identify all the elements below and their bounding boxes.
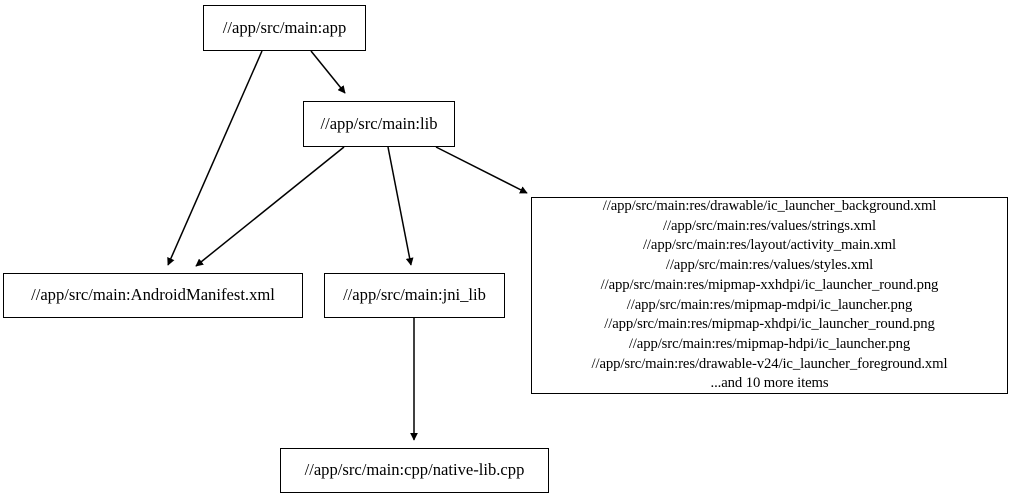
node-lib-label: //app/src/main:lib	[320, 113, 438, 133]
edge-lib-to-res	[435, 146, 528, 194]
edge-app-to-lib	[310, 50, 346, 94]
node-res-group-label: //app/src/main:res/drawable/ic_launcher_…	[591, 198, 948, 392]
node-res-group[interactable]: //app/src/main:res/drawable/ic_launcher_…	[531, 197, 1008, 394]
node-app-label: //app/src/main:app	[222, 17, 347, 37]
node-jni-lib-label: //app/src/main:jni_lib	[343, 285, 486, 305]
node-lib[interactable]: //app/src/main:lib	[303, 101, 455, 147]
edge-lib-to-jni-lib	[387, 146, 414, 266]
node-native-lib-cpp-label: //app/src/main:cpp/native-lib.cpp	[304, 460, 525, 480]
node-android-manifest[interactable]: //app/src/main:AndroidManifest.xml	[3, 273, 303, 318]
node-android-manifest-label: //app/src/main:AndroidManifest.xml	[31, 285, 275, 305]
node-app[interactable]: //app/src/main:app	[203, 5, 366, 51]
node-jni-lib[interactable]: //app/src/main:jni_lib	[324, 273, 505, 318]
node-native-lib-cpp[interactable]: //app/src/main:cpp/native-lib.cpp	[280, 448, 549, 493]
edge-lib-to-manifest	[195, 146, 345, 267]
edge-app-to-manifest	[167, 50, 263, 266]
